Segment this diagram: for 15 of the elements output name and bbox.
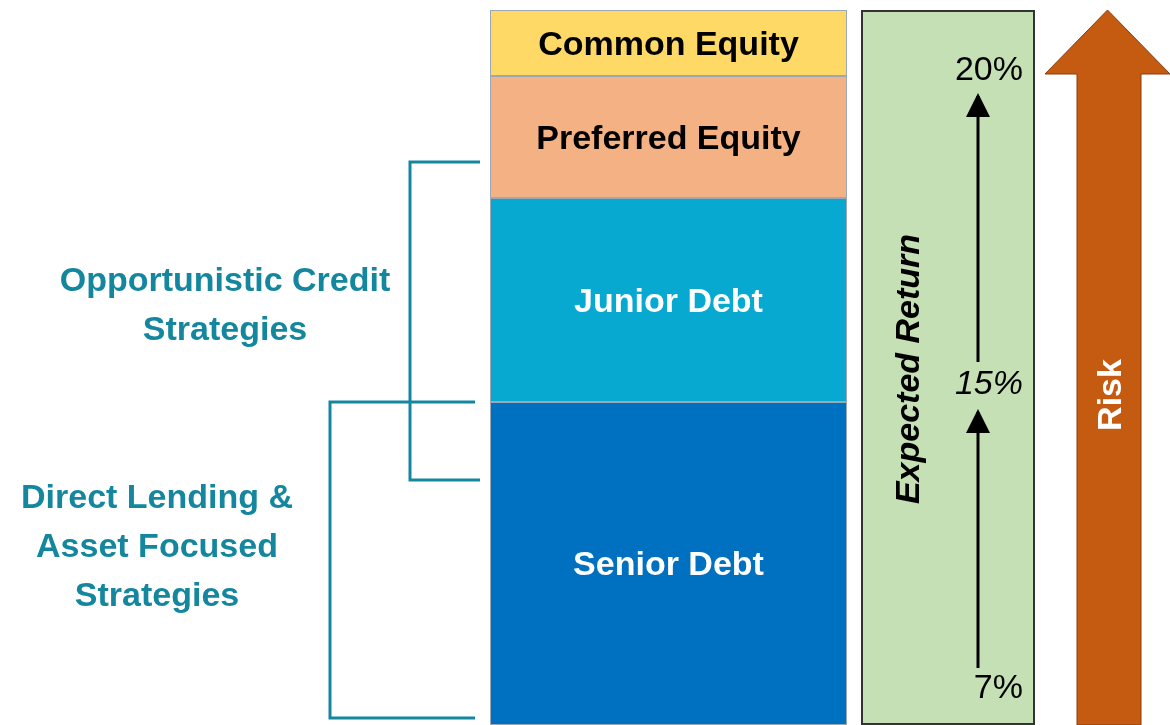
value-label: 20% bbox=[933, 48, 1023, 88]
axis-title: Expected Return bbox=[887, 233, 927, 505]
group-label: Opportunistic Credit Strategies bbox=[58, 259, 392, 349]
debt-block: Junior Debt bbox=[490, 198, 847, 402]
arrow bbox=[966, 93, 990, 362]
equity-block: Preferred Equity bbox=[490, 76, 847, 198]
value-label: 7% bbox=[953, 666, 1023, 706]
equity-block: Common Equity bbox=[490, 10, 847, 76]
debt-block: Senior Debt bbox=[490, 402, 847, 725]
return-panel bbox=[861, 10, 1035, 725]
value-label: 15% bbox=[933, 360, 1023, 404]
arrow bbox=[966, 409, 990, 668]
risk-arrow bbox=[1045, 10, 1170, 725]
axis-title: Risk bbox=[1089, 359, 1129, 431]
group-label: Direct Lending & Asset Focused Strategies bbox=[20, 476, 294, 615]
